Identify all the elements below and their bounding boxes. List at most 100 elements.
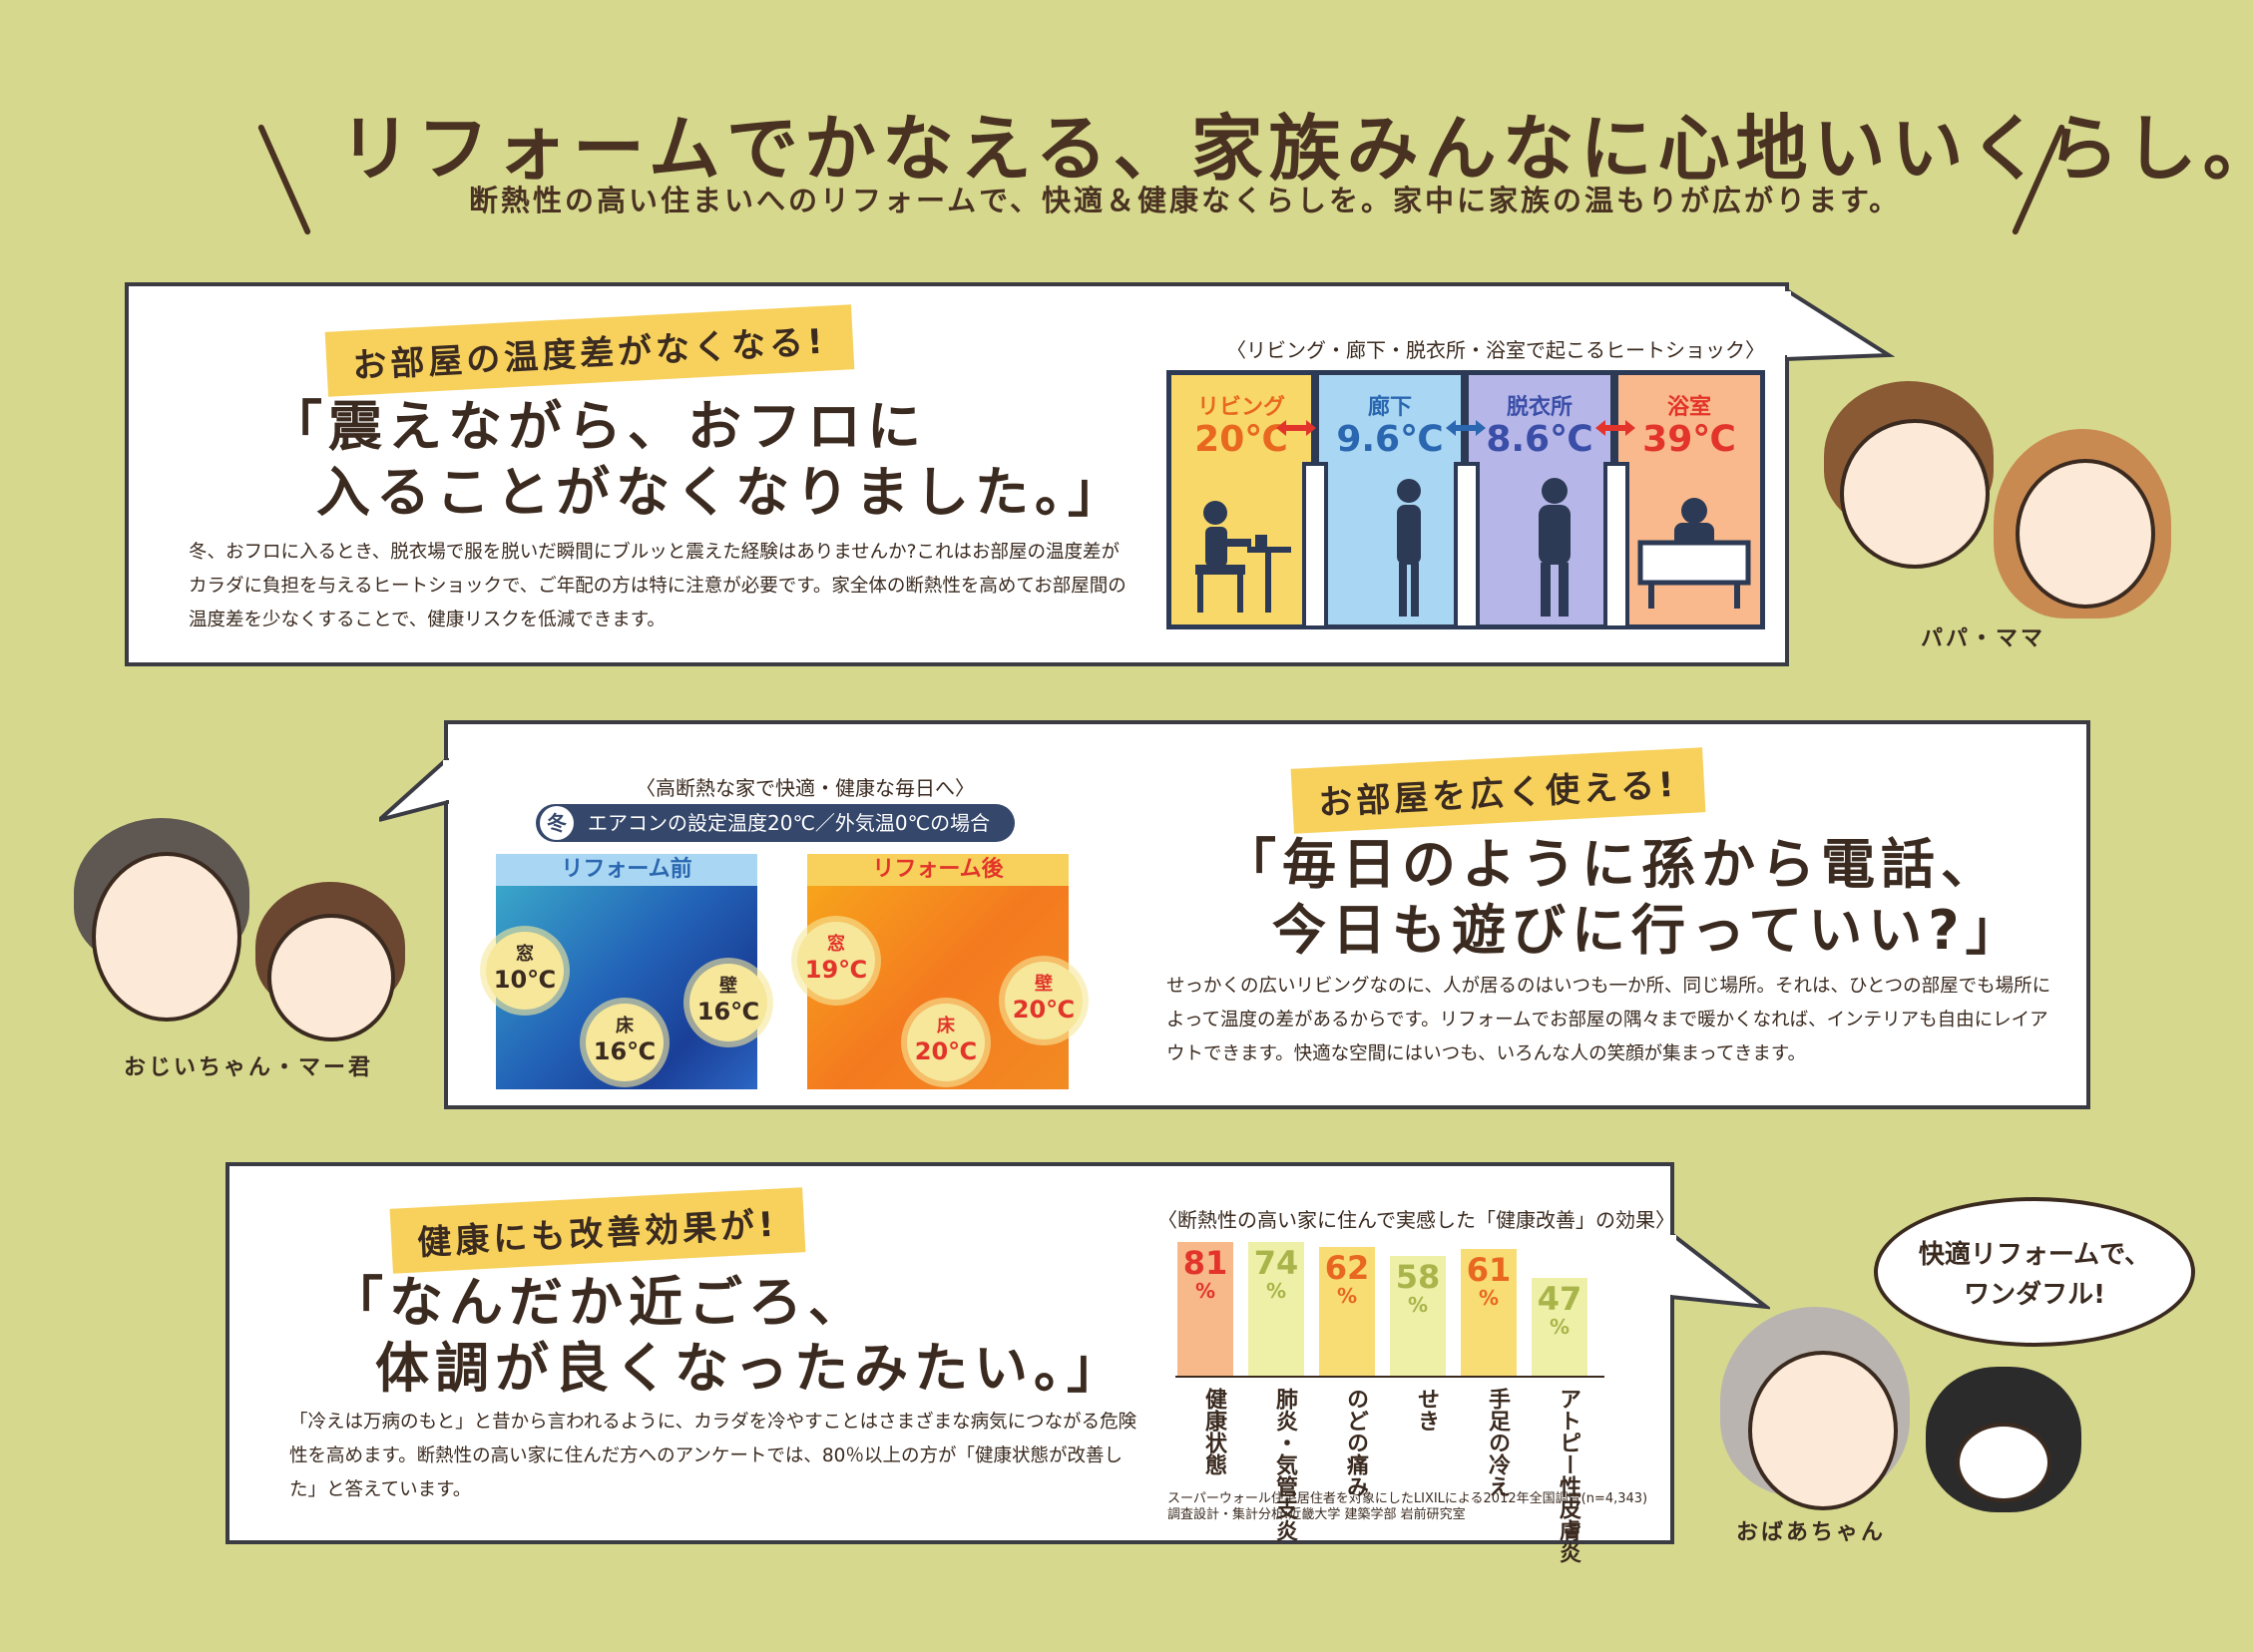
section2-bubble-tail — [379, 758, 449, 822]
chart-unit-label: % — [1478, 1286, 1500, 1310]
chart-bar — [1248, 1242, 1304, 1376]
person-cold-icon — [1539, 478, 1571, 617]
thermal-after: リフォーム後 窓 19℃ 床 20℃ 壁 20℃ — [797, 854, 1083, 1089]
section1-quote-line2: 入ることがなくなりました。」 — [316, 461, 1127, 524]
chart-unit-label: % — [1194, 1279, 1216, 1303]
room-living-name: リビング — [1196, 395, 1285, 420]
section1-body: 冬、おフロに入るとき、脱衣場で服を脱いだ瞬間にブルッと震えた経験はありませんか?… — [189, 542, 1126, 630]
after-window-temp: 19℃ — [804, 956, 868, 984]
section-wide-room: 〈高断熱な家で快適・健康な毎日へ〉 冬 エアコンの設定温度20℃／外気温0℃の場… — [444, 720, 2090, 1109]
thermal-before-title: リフォーム前 — [496, 854, 757, 886]
section1-tag: お部屋の温度差がなくなる! — [324, 304, 854, 397]
chart-bar — [1390, 1256, 1446, 1376]
room-living-temp: 20℃ — [1194, 419, 1288, 460]
page-title: リフォームでかなえる、家族みんなに心地いいくらし。 — [339, 107, 2253, 191]
door-bathroom — [1603, 462, 1629, 629]
room-dressing: 脱衣所 8.6℃ — [1464, 370, 1615, 629]
before-window-label: 窓 — [516, 944, 534, 965]
winter-icon: 冬 — [540, 806, 574, 840]
chart-value-label: 74% — [1248, 1246, 1304, 1302]
bathtub-icon — [1637, 498, 1751, 609]
chart-value-label: 47% — [1532, 1282, 1587, 1338]
grandpa-makun-label: おじいちゃん・マー君 — [124, 1055, 374, 1080]
chart-source: スーパーウォール住宅居住者を対象にしたLIXILによる2012年全国調査(n=4… — [1167, 1491, 1647, 1523]
before-floor-badge: 床 16℃ — [586, 1004, 664, 1081]
chart-bar — [1461, 1249, 1517, 1376]
mama-face — [2016, 459, 2155, 609]
chart-category-label: 健康状態 — [1201, 1388, 1226, 1475]
section3-body: 「冷えは万病のもと」と昔から言われるように、カラダを冷やすことはさまざまな病気に… — [289, 1412, 1137, 1500]
after-wall-temp: 20℃ — [1012, 996, 1076, 1024]
section3-tag: 健康にも改善効果が! — [389, 1187, 805, 1274]
chart-bar — [1319, 1247, 1375, 1376]
before-wall-label: 壁 — [719, 976, 737, 997]
chart-categories: 健康状態肺炎・気管支炎のどの痛みせき手足の冷えアトピー性皮膚炎 — [1175, 1388, 1604, 1563]
before-window-temp: 10℃ — [493, 966, 557, 994]
chart-value-label: 81% — [1177, 1246, 1233, 1302]
section2-quote-line2: 今日も遊びに行っていい?」 — [1272, 899, 2026, 962]
room-living: リビング 20℃ — [1166, 370, 1316, 629]
chart-value-label: 58% — [1390, 1260, 1446, 1316]
thermal-caption: 〈高断熱な家で快適・健康な毎日へ〉 — [636, 776, 975, 800]
section2-quote-line1: 「毎日のように孫から電話、 — [1222, 833, 2001, 896]
condition-text: エアコンの設定温度20℃／外気温0℃の場合 — [588, 811, 991, 835]
health-bar-chart: 81%74%62%58%61%47% — [1175, 1242, 1604, 1378]
chart-title: 〈断熱性の高い家に住んで実感した「健康改善」の効果〉 — [1157, 1208, 1675, 1232]
after-wall-label: 壁 — [1035, 974, 1053, 995]
room-hallway: 廊下 9.6℃ — [1314, 370, 1466, 629]
grandpa-makun-characters — [70, 818, 429, 1047]
chart-bar — [1177, 1242, 1233, 1376]
section2-body: せっかくの広いリビングなのに、人が居るのはいつも一か所、同じ場所。それは、ひとつ… — [1166, 976, 2051, 1064]
heatshock-caption: 〈リビング・廊下・脱衣所・浴室で起こるヒートショック〉 — [1226, 338, 1765, 362]
after-window-label: 窓 — [827, 934, 845, 955]
after-floor-label: 床 — [937, 1016, 955, 1036]
room-bathroom-temp: 39℃ — [1642, 419, 1736, 460]
chart-unit-label: % — [1407, 1293, 1429, 1317]
papa-face — [1840, 419, 1990, 569]
heatshock-diagram: リビング 20℃ 廊下 9.6℃ — [1166, 370, 1765, 629]
grandma-face — [1748, 1351, 1898, 1510]
room-hallway-temp: 9.6℃ — [1336, 419, 1444, 460]
dog-face — [1956, 1423, 2051, 1502]
before-floor-label: 床 — [616, 1016, 634, 1036]
dog-speech-bubble: 快適リフォームで、 ワンダフル! — [1874, 1197, 2195, 1347]
source-line2: 調査設計・集計分析:近畿大学 建築学部 岩前研究室 — [1167, 1507, 1466, 1522]
before-window-badge: 窓 10℃ — [486, 932, 564, 1010]
section2-tag: お部屋を広く使える! — [1290, 747, 1705, 834]
chart-category-label: 肺炎・気管支炎 — [1272, 1388, 1297, 1541]
section-health: 健康にも改善効果が! 「なんだか近ごろ、 体調が良くなったみたい。」 「冷えは万… — [225, 1162, 1675, 1563]
chart-unit-label: % — [1265, 1279, 1287, 1303]
source-line1: スーパーウォール住宅居住者を対象にしたLIXILによる2012年全国調査(n=4… — [1167, 1491, 1648, 1506]
after-floor-temp: 20℃ — [914, 1037, 978, 1065]
page-subtitle: 断熱性の高い住まいへのリフォームで、快適＆健康なくらしを。家中に家族の温もりが広… — [469, 184, 1902, 217]
door-hallway — [1302, 462, 1328, 629]
double-arrow-icon — [1595, 420, 1635, 436]
room-dressing-temp: 8.6℃ — [1486, 419, 1593, 460]
room-bathroom: 浴室 39℃ — [1613, 370, 1765, 629]
room-hallway-name: 廊下 — [1367, 395, 1412, 420]
thermal-before: リフォーム前 窓 10℃ 床 16℃ 壁 16℃ — [486, 854, 767, 1089]
double-arrow-icon — [1276, 420, 1316, 436]
condition-badge: 冬 エアコンの設定温度20℃／外気温0℃の場合 — [536, 804, 1015, 842]
section3-quote-line1: 「なんだか近ごろ、 — [329, 1271, 868, 1334]
section1-bubble-tail — [1785, 289, 1895, 362]
person-shivering-icon — [1397, 479, 1421, 617]
chart-unit-label: % — [1336, 1284, 1358, 1308]
chart-bar — [1532, 1278, 1587, 1376]
after-window-badge: 窓 19℃ — [797, 922, 875, 1000]
papa-mama-characters — [1816, 379, 2195, 638]
person-sitting-icon — [1195, 501, 1291, 613]
section1-quote-line1: 「震えながら、おフロに — [268, 395, 927, 458]
bubble-line2: ワンダフル! — [1964, 1280, 2105, 1310]
chart-unit-label: % — [1549, 1315, 1571, 1339]
grandpa-face — [92, 852, 241, 1022]
before-wall-temp: 16℃ — [696, 998, 760, 1026]
chart-category-label: アトピー性皮膚炎 — [1556, 1388, 1580, 1563]
chart-value-label: 61% — [1461, 1253, 1517, 1309]
chart-category-label: せき — [1414, 1388, 1439, 1432]
section3-quote-line2: 体調が良くなったみたい。」 — [375, 1337, 1126, 1400]
grandma-label: おばあちゃん — [1736, 1520, 1887, 1545]
after-wall-badge: 壁 20℃ — [1005, 962, 1083, 1039]
makun-face — [267, 914, 395, 1041]
title-decor-left — [256, 123, 312, 236]
